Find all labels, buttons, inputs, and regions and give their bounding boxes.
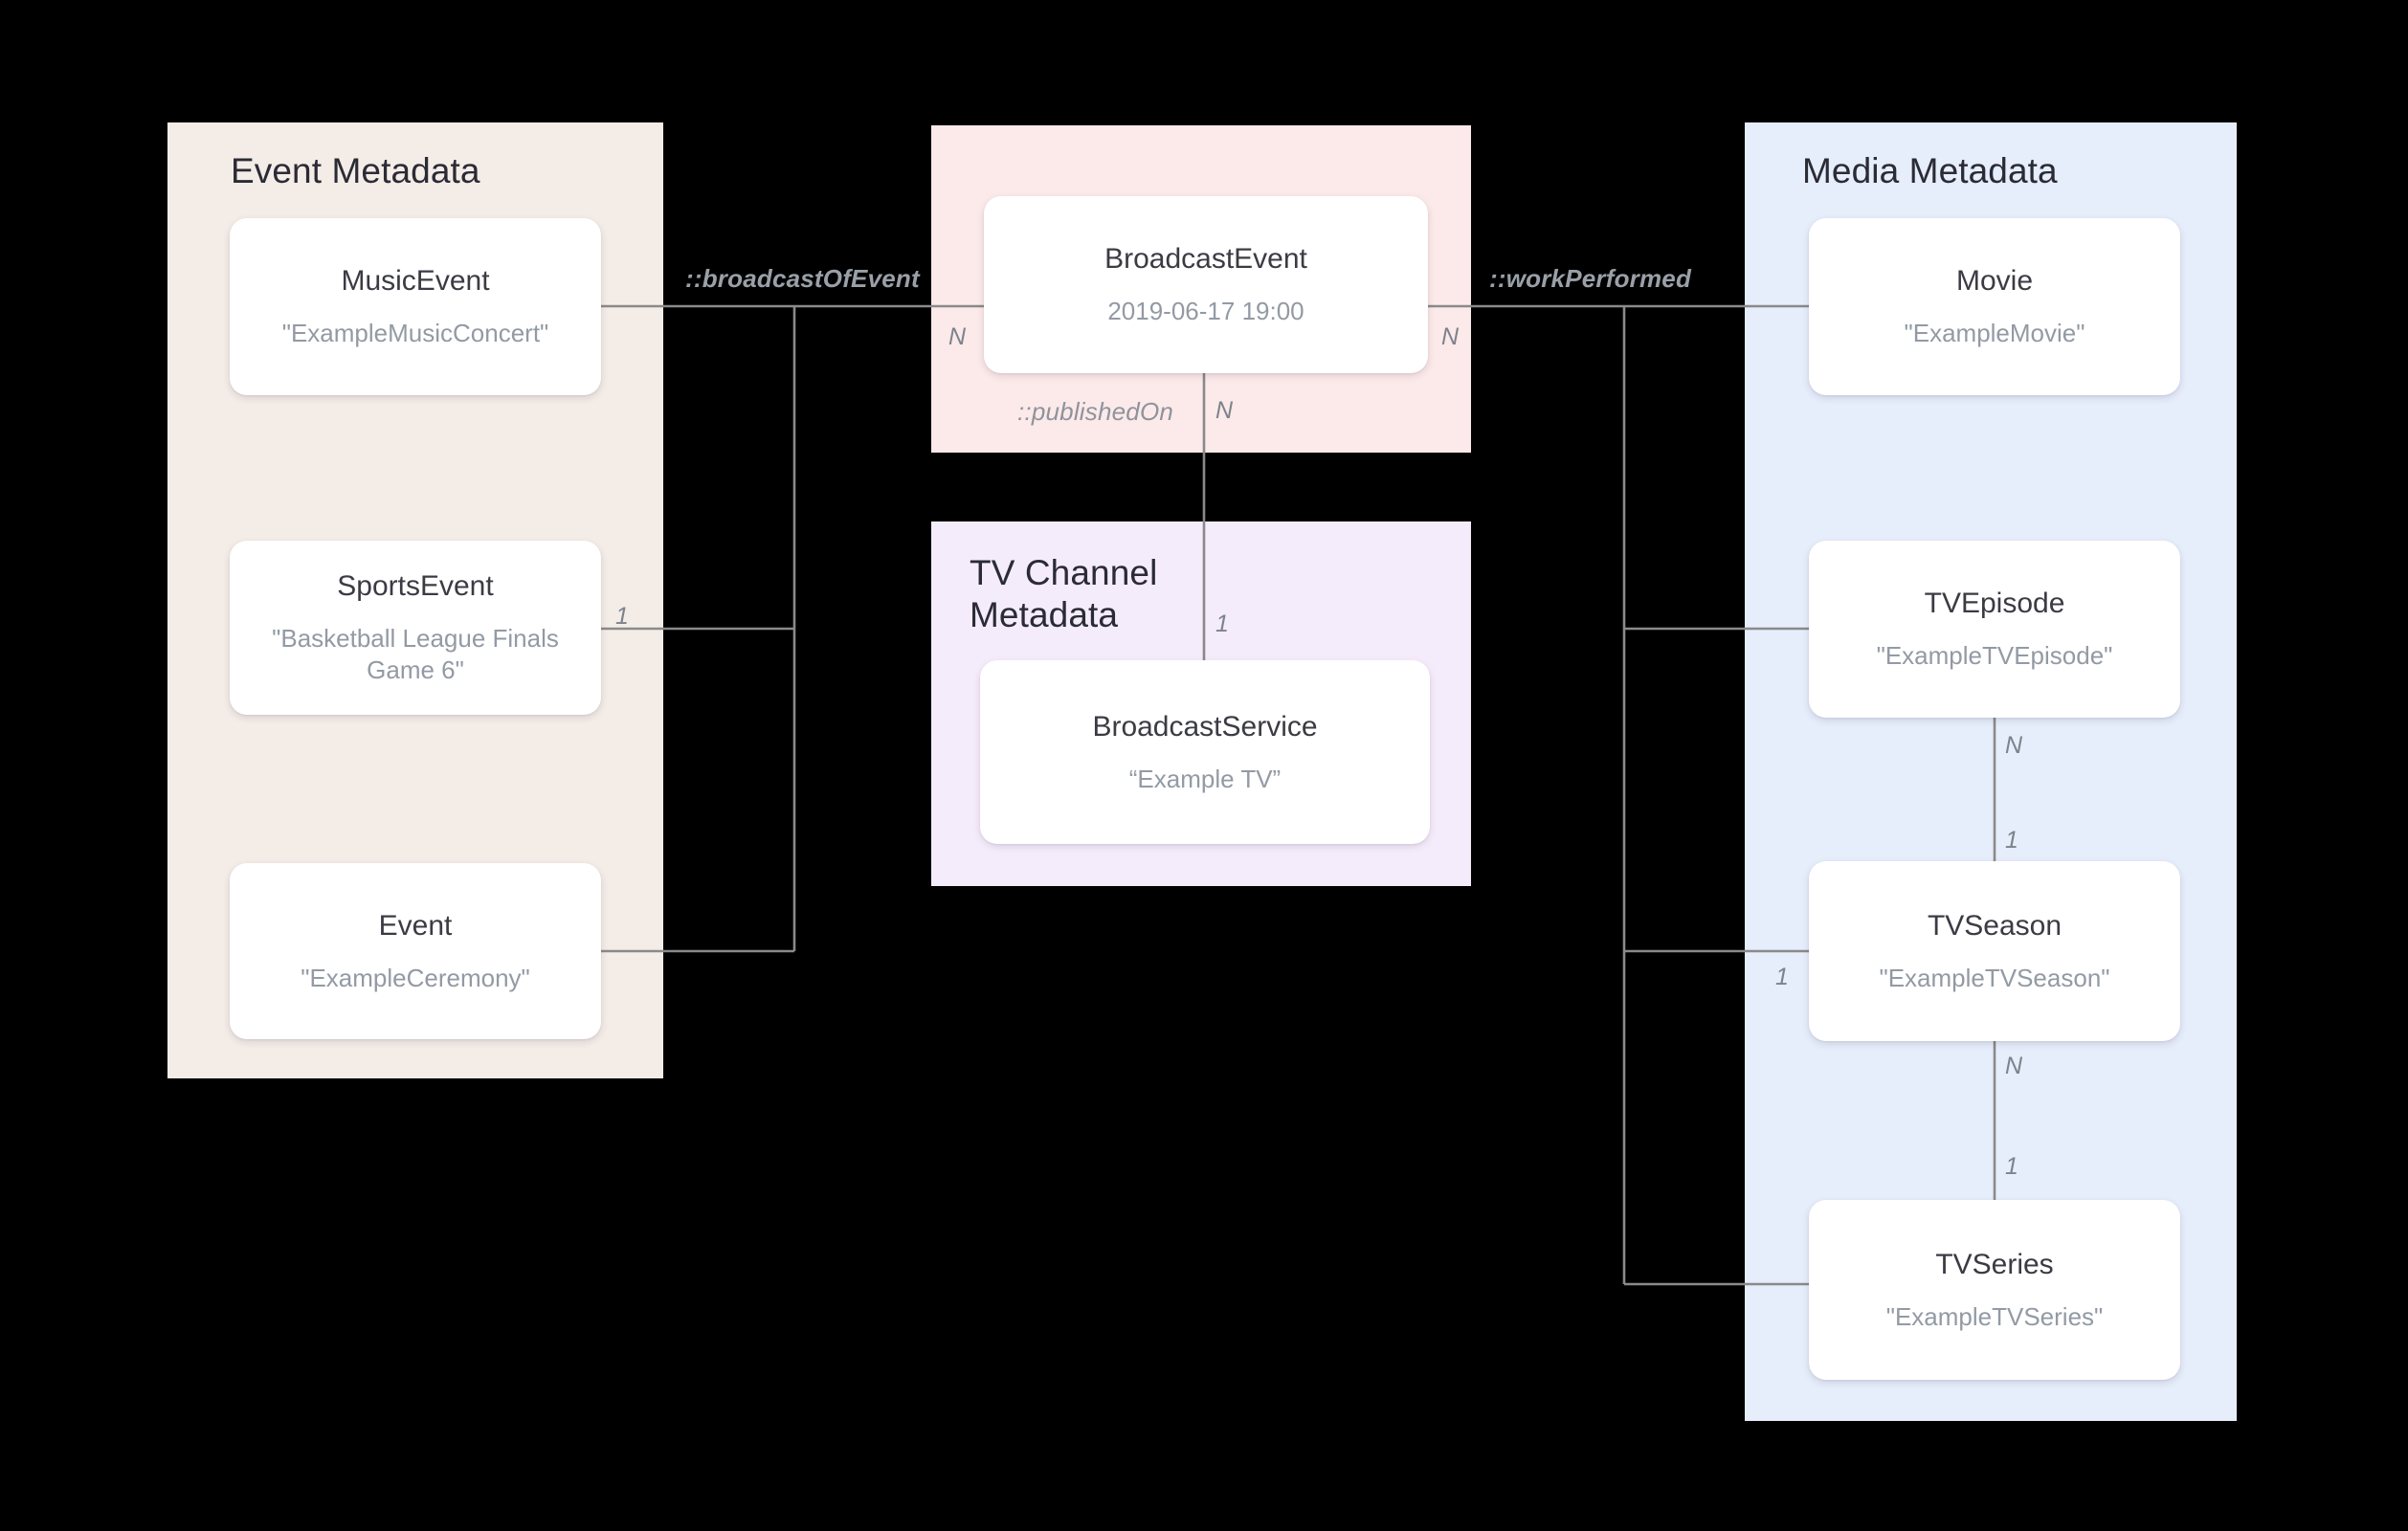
cardinality-publishedon-1: 1: [1215, 610, 1229, 637]
entity-type-tvseason: TVSeason: [1927, 909, 2062, 942]
cardinality-tvseason-1: 1: [2005, 1153, 2018, 1180]
relation-label-publishedon: ::publishedOn: [1017, 397, 1174, 426]
cardinality-broadcastevent-right: N: [1441, 323, 1460, 350]
entity-type-broadcastevent: BroadcastEvent: [1104, 243, 1307, 276]
entity-card-tvepisode[interactable]: TVEpisode "ExampleTVEpisode": [1809, 541, 2180, 718]
cardinality-tvseason-branch-1: 1: [1775, 964, 1789, 990]
entity-value-musicevent: "ExampleMusicConcert": [281, 319, 549, 348]
relation-label-broadcastofevent: ::broadcastOfEvent: [685, 264, 920, 293]
entity-card-event[interactable]: Event "ExampleCeremony": [230, 863, 601, 1039]
cardinality-tvepisode-n: N: [2005, 732, 2023, 759]
cardinality-tvseason-n: N: [2005, 1053, 2023, 1079]
group-title-event-metadata: Event Metadata: [231, 151, 480, 190]
entity-type-tvseries: TVSeries: [1935, 1248, 2054, 1280]
cardinality-sportsevent-1: 1: [615, 603, 629, 630]
cardinality-broadcastevent-left: N: [948, 323, 967, 350]
entity-card-sportsevent[interactable]: SportsEvent "Basketball League Finals Ga…: [230, 541, 601, 715]
entity-type-musicevent: MusicEvent: [341, 265, 490, 298]
entity-type-sportsevent: SportsEvent: [337, 570, 494, 603]
entity-value-sportsevent: "Basketball League Finals Game 6": [272, 624, 559, 684]
cardinality-publishedon-n: N: [1215, 397, 1234, 424]
entity-value-tvepisode: "ExampleTVEpisode": [1876, 641, 2113, 671]
entity-card-tvseason[interactable]: TVSeason "ExampleTVSeason": [1809, 861, 2180, 1041]
relation-label-workperformed: ::workPerformed: [1489, 264, 1692, 293]
entity-card-broadcastservice[interactable]: BroadcastService “Example TV”: [980, 660, 1430, 844]
entity-card-broadcastevent[interactable]: BroadcastEvent 2019-06-17 19:00: [984, 196, 1428, 373]
entity-card-tvseries[interactable]: TVSeries "ExampleTVSeries": [1809, 1200, 2180, 1380]
entity-value-broadcastevent: 2019-06-17 19:00: [1107, 297, 1304, 326]
entity-type-tvepisode: TVEpisode: [1924, 588, 2065, 620]
cardinality-tvepisode-1: 1: [2005, 827, 2018, 854]
entity-value-tvseason: "ExampleTVSeason": [1879, 963, 2110, 992]
entity-value-event: "ExampleCeremony": [301, 963, 530, 992]
entity-card-musicevent[interactable]: MusicEvent "ExampleMusicConcert": [230, 218, 601, 395]
entity-card-movie[interactable]: Movie "ExampleMovie": [1809, 218, 2180, 395]
entity-type-movie: Movie: [1955, 265, 2034, 298]
entity-value-movie: "ExampleMovie": [1904, 319, 2085, 348]
entity-type-broadcastservice: BroadcastService: [1092, 710, 1318, 743]
entity-value-broadcastservice: “Example TV”: [1128, 764, 1282, 793]
entity-value-tvseries: "ExampleTVSeries": [1885, 1301, 2104, 1331]
group-title-media-metadata: Media Metadata: [1802, 151, 2058, 190]
entity-type-event: Event: [378, 909, 453, 942]
group-title-tv-channel-metadata: TV Channel Metadata: [970, 553, 1158, 634]
